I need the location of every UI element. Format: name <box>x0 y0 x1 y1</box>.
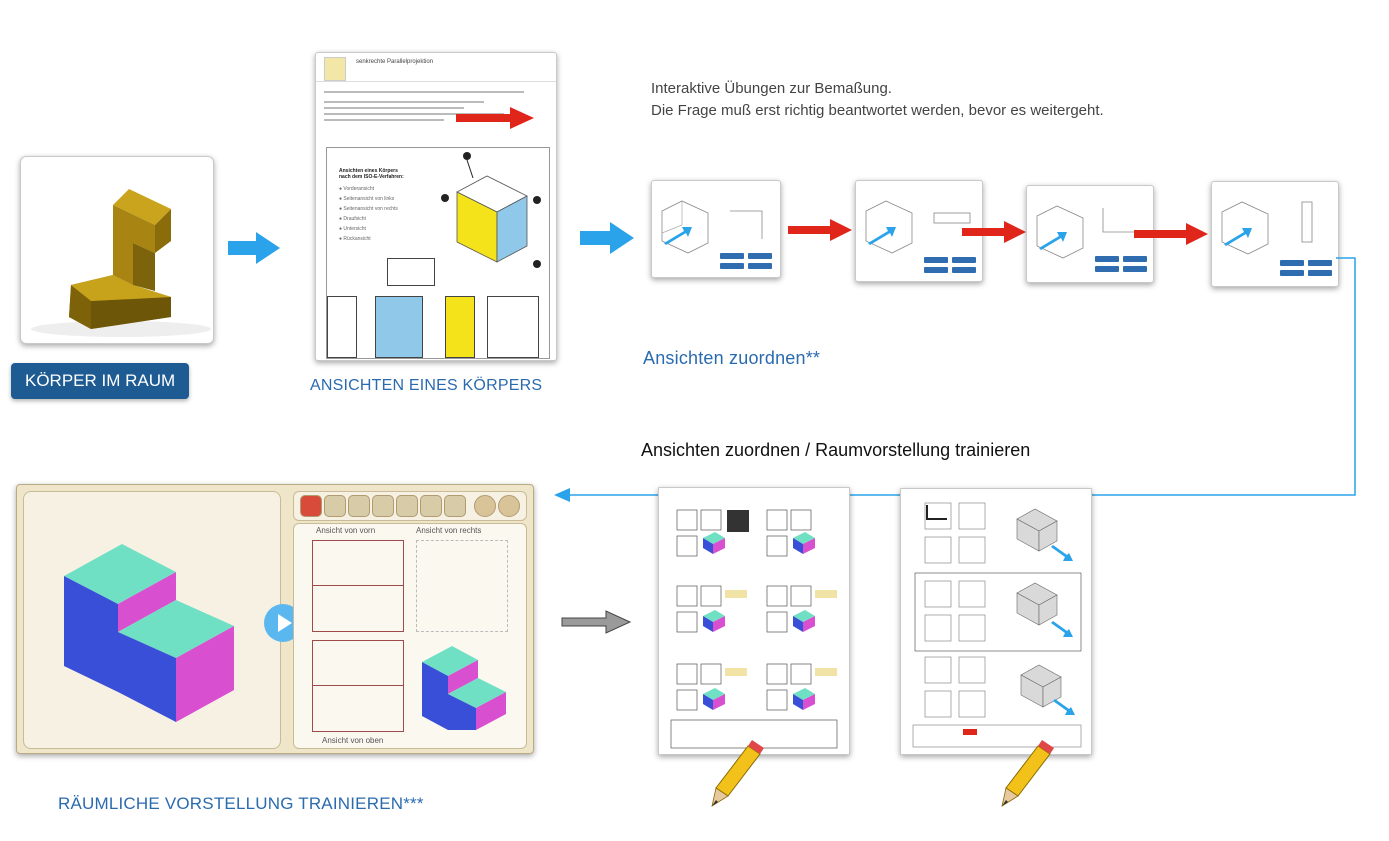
worksheet-grid-figure <box>670 509 838 749</box>
red-arrow-icon <box>456 107 534 129</box>
red-arrow-icon <box>1134 223 1208 245</box>
card-figure <box>661 200 763 254</box>
card-figure <box>1221 201 1313 255</box>
ansichten-eines-koerpers-caption: ANSICHTEN EINES KÖRPERS <box>310 377 543 394</box>
worksheet-logo <box>324 57 346 81</box>
worksheet-grid-figure <box>912 502 1082 748</box>
clear-icon[interactable] <box>300 495 322 517</box>
legend-item: Seitenansicht von rechts <box>343 206 398 212</box>
blank-tool-icon[interactable] <box>396 495 418 517</box>
top-view-canvas[interactable] <box>312 640 404 732</box>
exercise-card-4[interactable] <box>1211 181 1339 287</box>
print-worksheet-1[interactable] <box>658 487 850 755</box>
worksheet-title: senkrechte Parallelprojektion <box>356 59 434 65</box>
legend-item: Untersicht <box>343 226 366 232</box>
mini-iso-figure <box>422 646 506 730</box>
legend-item: Vorderansicht <box>343 186 374 192</box>
prev-arrow-icon[interactable] <box>474 495 496 517</box>
grid-tool-icon[interactable] <box>420 495 442 517</box>
legend-title: Ansichten eines Körpers nach dem ISO-E-V… <box>339 168 404 180</box>
app-toolbar <box>293 491 527 521</box>
iso-body-figure <box>441 152 541 268</box>
body-3d-image[interactable] <box>20 156 214 344</box>
label-top-view: Ansicht von oben <box>322 736 384 745</box>
training-app-window[interactable]: Ansicht von vorn Ansicht von rechts Ansi… <box>16 484 534 754</box>
flow-connector-line <box>554 257 1356 502</box>
power-icon[interactable] <box>444 495 466 517</box>
legend-item: Draufsicht <box>343 216 366 222</box>
koerper-im-raum-button[interactable]: KÖRPER IM RAUM <box>11 363 190 399</box>
raeumliche-vorstellung-caption: RÄUMLICHE VORSTELLUNG TRAINIEREN*** <box>58 794 424 813</box>
iso-view-panel <box>23 491 302 749</box>
red-arrow-icon <box>788 219 852 241</box>
label-front-view: Ansicht von vorn <box>316 526 376 535</box>
card-figure <box>865 200 971 254</box>
intro-text: Interaktive Übungen zur Bemaßung. Die Fr… <box>651 78 1104 122</box>
ansichten-zuordnen-caption: Ansichten zuordnen** <box>643 348 821 368</box>
camera-icon[interactable] <box>372 495 394 517</box>
exercise-card-1[interactable] <box>651 180 781 278</box>
blue-arrow-icon <box>580 222 634 254</box>
raumvorstellung-heading: Ansichten zuordnen / Raumvorstellung tra… <box>641 440 1031 460</box>
blue-arrow-icon <box>228 232 280 264</box>
intro-line-1: Interaktive Übungen zur Bemaßung. <box>651 80 892 97</box>
legend-list: ● Vorderansicht ● Seitenansicht von link… <box>339 186 398 242</box>
play-icon[interactable] <box>262 602 304 644</box>
pencil-tool-icon[interactable] <box>324 495 346 517</box>
next-arrow-icon[interactable] <box>498 495 520 517</box>
right-view-canvas[interactable] <box>416 540 508 632</box>
pencil-icon <box>1001 740 1054 807</box>
red-arrow-icon <box>962 221 1026 243</box>
exercise-card-2[interactable] <box>855 180 983 282</box>
front-view-canvas[interactable] <box>312 540 404 632</box>
gray-arrow-icon <box>561 610 632 634</box>
pencil-icon <box>711 740 764 807</box>
l-shape-figure <box>31 189 211 337</box>
drawing-panel: Ansicht von vorn Ansicht von rechts Ansi… <box>293 523 527 749</box>
iso-stair-figure <box>64 544 234 722</box>
koerper-im-raum-label: KÖRPER IM RAUM <box>25 371 176 390</box>
eraser-tool-icon[interactable] <box>348 495 370 517</box>
legend-item: Rückansicht <box>343 236 371 242</box>
legend-item: Seitenansicht von links <box>343 196 395 202</box>
intro-line-2: Die Frage muß erst richtig beantwortet w… <box>651 102 1104 119</box>
worksheet-diagram-box: Ansichten eines Körpers nach dem ISO-E-V… <box>326 147 550 359</box>
label-right-view: Ansicht von rechts <box>416 526 482 535</box>
worksheet-ansichten[interactable]: senkrechte Parallelprojektion Ansichten … <box>315 52 557 361</box>
card-figure <box>1036 205 1137 259</box>
exercise-card-3[interactable] <box>1026 185 1154 283</box>
print-worksheet-2[interactable] <box>900 488 1092 755</box>
